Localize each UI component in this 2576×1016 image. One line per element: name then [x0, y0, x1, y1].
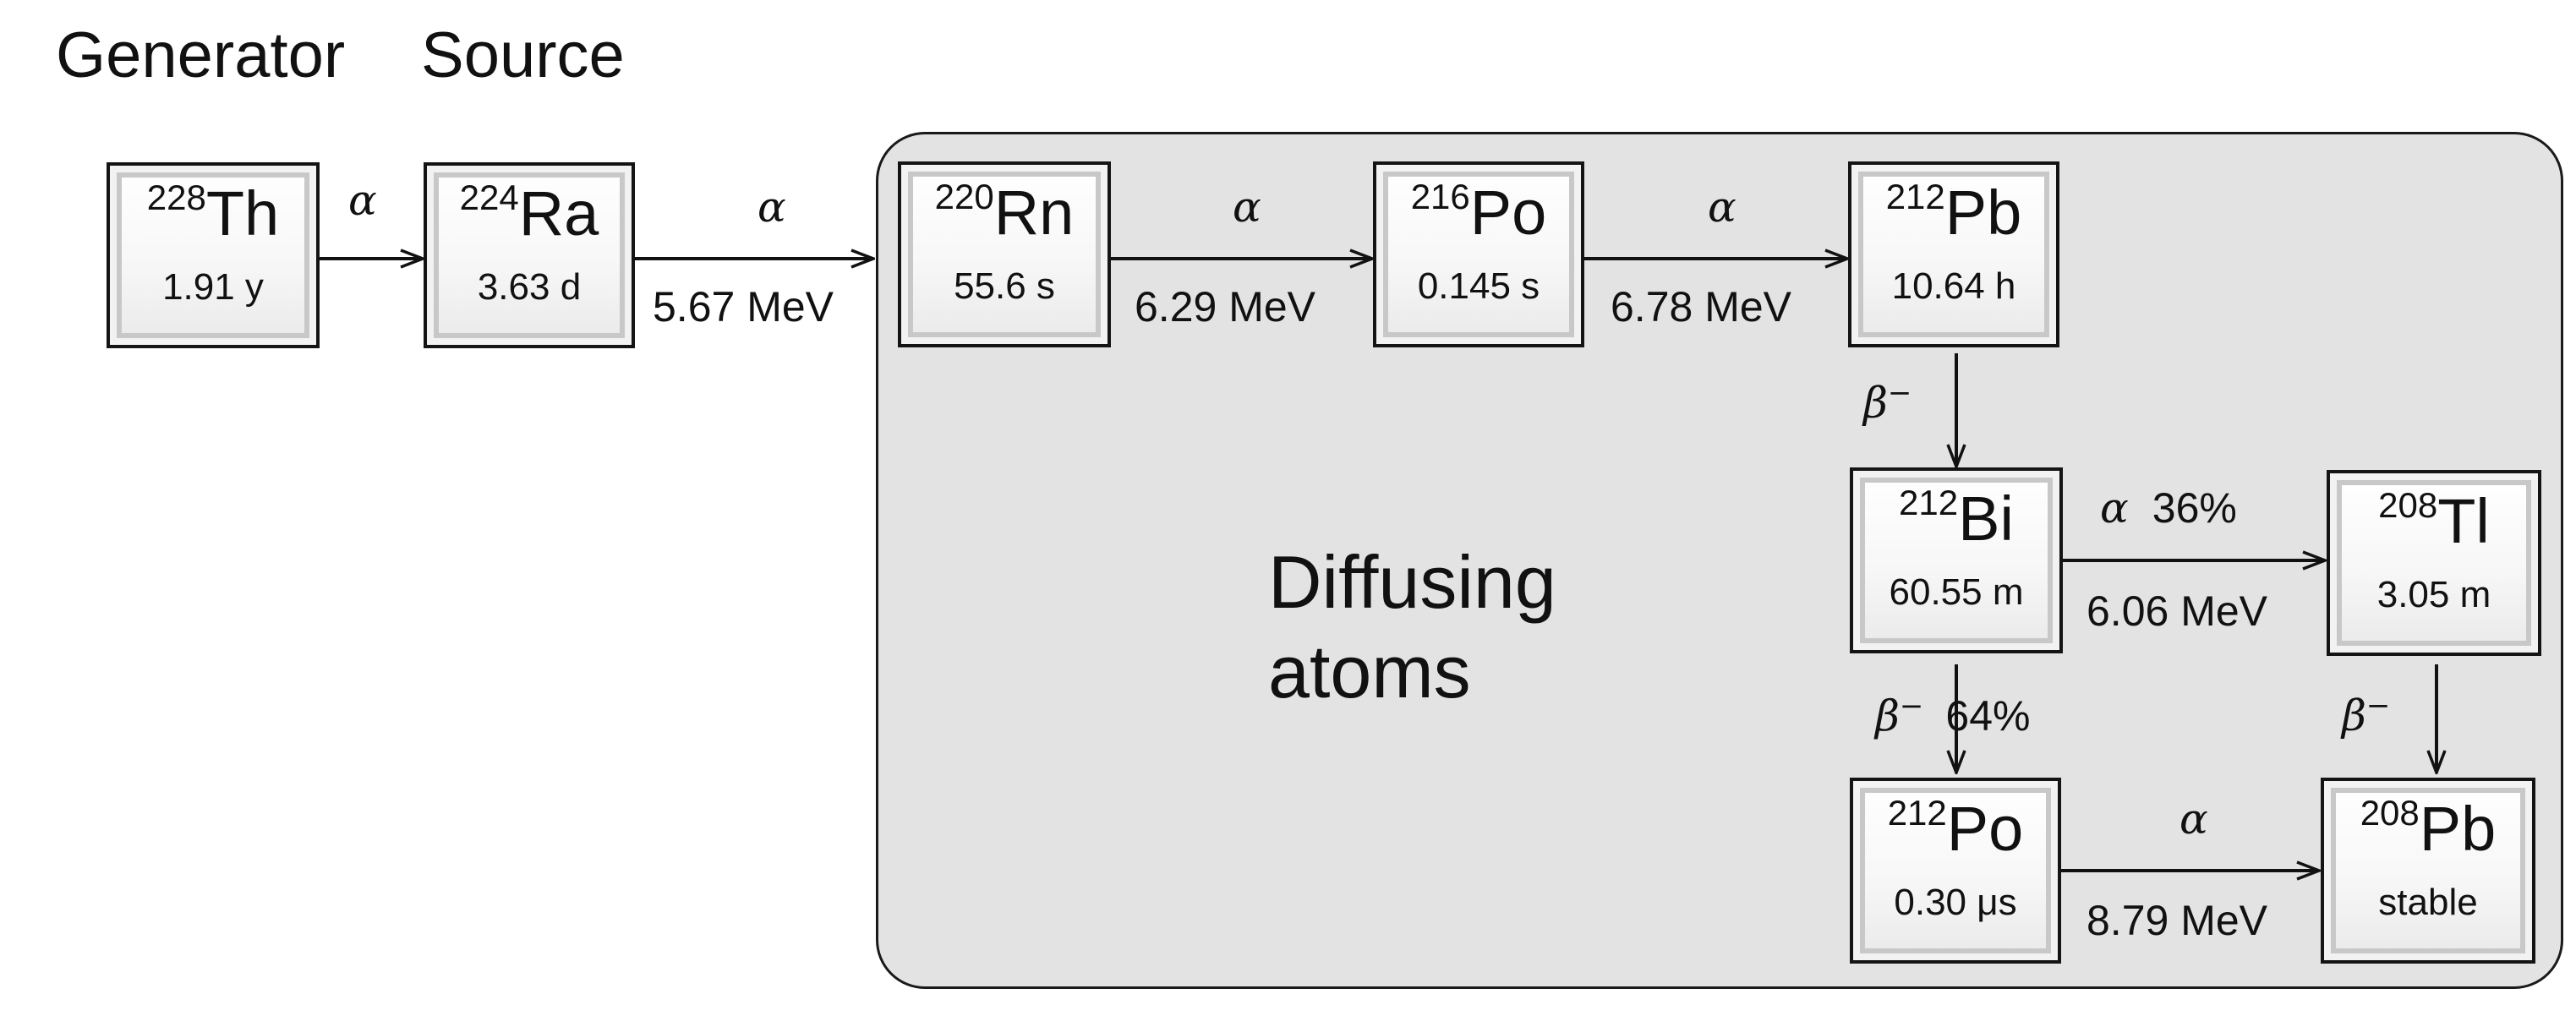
decay-mode-rn220-po216: α [1233, 183, 1261, 232]
mass-number: 220 [934, 177, 994, 216]
branch-ratio: 36% [2152, 484, 2237, 532]
decay-mode-tl208-pb208: β− [2342, 691, 2390, 737]
half-life: 3.63 d [477, 266, 582, 308]
decay-symbol: β [1863, 378, 1888, 428]
nuclide-rn220: 220Rn 55.6 s [898, 161, 1111, 347]
nuclide-pb208: 208Pb stable [2321, 778, 2535, 964]
generator-header: Generator [56, 19, 346, 91]
nuclide-pb212: 212Pb 10.64 h [1848, 161, 2059, 347]
decay-mode-pb212-bi212: β− [1863, 379, 1911, 424]
half-life: 55.6 s [954, 265, 1055, 307]
half-life: 1.91 y [162, 266, 264, 308]
mass-number: 212 [1885, 177, 1945, 216]
element-symbol: Rn [993, 178, 1075, 248]
energy-po212-pb208: 8.79 MeV [2087, 897, 2268, 944]
element-symbol: Th [205, 178, 280, 249]
half-life: 60.55 m [1889, 571, 2024, 613]
mass-number: 216 [1410, 177, 1470, 216]
mass-number: 212 [1899, 483, 1959, 522]
half-life: 10.64 h [1891, 265, 2016, 307]
decay-symbol: β [2342, 691, 2366, 740]
half-life: 0.145 s [1417, 265, 1540, 307]
energy-po216-pb212: 6.78 MeV [1611, 283, 1792, 330]
mass-number: 212 [1887, 793, 1947, 833]
decay-mode-th228-ra224: α [348, 176, 377, 225]
energy-ra224-rn220: 5.67 MeV [653, 283, 834, 330]
decay-charge: − [1887, 376, 1912, 410]
nuclide-bi212: 212Bi 60.55 m [1850, 467, 2063, 653]
nuclide-tl208: 208Tl 3.05 m [2327, 470, 2541, 656]
energy-bi212-tl208: 6.06 MeV [2087, 587, 2268, 635]
decay-charge: − [1899, 689, 1924, 723]
decay-mode-po216-pb212: α [1708, 183, 1736, 232]
decay-mode-po212-pb208: α [2179, 795, 2208, 844]
decay-symbol: β [1875, 691, 1900, 740]
diffusing-atoms-label: Diffusing atoms [1268, 538, 1556, 717]
decay-symbol: α [2100, 483, 2129, 533]
diffusing-atoms-label-line2: atoms [1268, 630, 1471, 713]
element-symbol: Bi [1958, 483, 2014, 554]
energy-rn220-po216: 6.29 MeV [1135, 283, 1316, 330]
nuclide-po216: 216Po 0.145 s [1373, 161, 1584, 347]
mass-number: 224 [459, 178, 519, 217]
element-symbol: Tl [2437, 486, 2490, 556]
decay-mode-ra224-rn220: α [757, 183, 786, 232]
diffusing-atoms-label-line1: Diffusing [1268, 540, 1556, 624]
element-symbol: Pb [1944, 178, 2022, 248]
element-symbol: Pb [2419, 794, 2497, 864]
mass-number: 208 [2360, 793, 2420, 833]
half-life: stable [2378, 882, 2478, 923]
branch-ratio: 64% [1945, 691, 2031, 740]
source-header: Source [421, 19, 625, 91]
element-symbol: Po [1946, 794, 2024, 864]
mass-number: 228 [146, 178, 206, 217]
half-life: 3.05 m [2376, 574, 2491, 615]
element-symbol: Ra [518, 178, 599, 249]
element-symbol: Po [1469, 178, 1547, 248]
decay-charge: − [2365, 689, 2391, 723]
nuclide-ra224: 224Ra 3.63 d [424, 162, 635, 348]
nuclide-po212: 212Po 0.30 μs [1850, 778, 2061, 964]
mass-number: 208 [2378, 485, 2438, 525]
decay-mode-bi212-po212: β−64% [1875, 691, 2030, 737]
nuclide-th228: 228Th 1.91 y [107, 162, 320, 348]
half-life: 0.30 μs [1894, 882, 2017, 923]
